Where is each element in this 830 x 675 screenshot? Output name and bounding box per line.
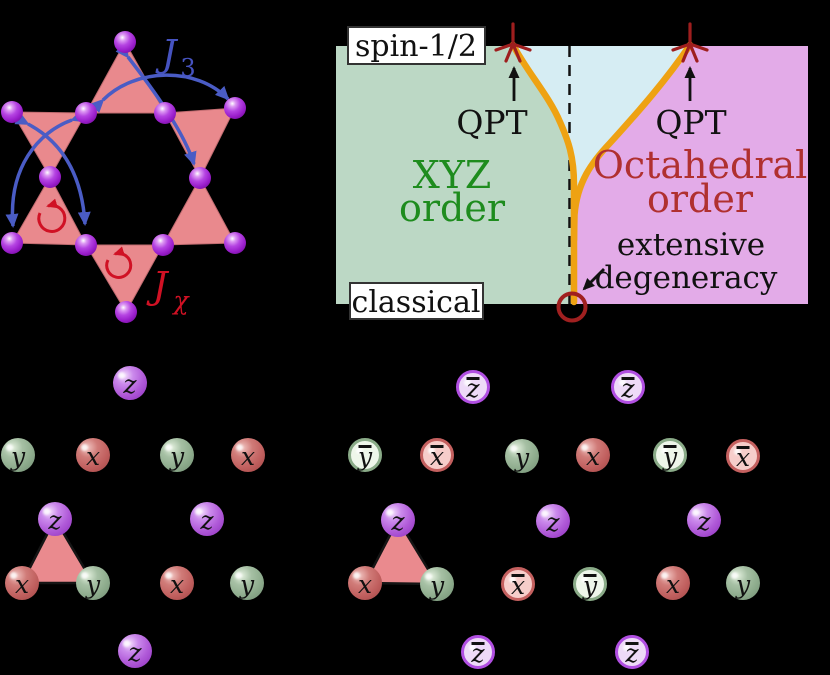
spin-site-x: x xyxy=(576,438,610,472)
spin-site-y: y xyxy=(76,566,110,600)
qpt-arrows xyxy=(508,66,696,291)
unit-triangle-right xyxy=(363,518,439,586)
spin-half-box xyxy=(347,26,486,65)
spin-site-y: y xyxy=(160,438,194,472)
transition-curve xyxy=(509,41,694,306)
spin-site-x: x xyxy=(231,438,265,472)
unit-triangle-left xyxy=(20,517,95,585)
octahedral-order-label-line1: Octahedral xyxy=(593,143,808,187)
phase-diagram: spin-1/2 classical QPT QPT XYZ order Oct… xyxy=(331,22,813,323)
j3-label: J xyxy=(155,32,179,75)
xyz-order-label-line1: XYZ xyxy=(413,153,492,197)
spin-site-z: z xyxy=(113,366,147,400)
spin-site-y: y xyxy=(230,566,264,600)
spin-site-bar-y: y xyxy=(573,567,607,601)
spin-site-x: x xyxy=(656,566,690,600)
spin-site-y: y xyxy=(726,566,760,600)
spin-site-x: x xyxy=(5,566,39,600)
phase-diagram-border xyxy=(331,41,813,309)
spin-site-z: z xyxy=(687,503,721,537)
config-unit-triangles xyxy=(20,517,439,586)
degeneracy-label-line2: degeneracy xyxy=(595,260,778,296)
spin-site-bar-x: x xyxy=(420,438,454,472)
degeneracy-point-circle xyxy=(556,291,588,323)
spin-half-label: spin-1/2 xyxy=(355,29,477,64)
spin-site-z: z xyxy=(381,503,415,537)
spin-site-y: y xyxy=(420,567,454,601)
spin-site-x: x xyxy=(76,438,110,472)
qpt-star-left xyxy=(494,22,532,63)
qpt-label-left: QPT xyxy=(456,103,527,142)
j3-label-subscript: 3 xyxy=(180,54,195,82)
spin-site-bar-x: x xyxy=(726,439,760,473)
classical-label: classical xyxy=(352,285,481,320)
spin-site-bar-z: z xyxy=(615,635,649,669)
spin-site-bar-y: y xyxy=(348,438,382,472)
spin-site-y: y xyxy=(505,439,539,473)
spin-site-bar-y: y xyxy=(653,438,687,472)
spin-site-x: x xyxy=(348,566,382,600)
kagome-lattice: J 3 J χ xyxy=(1,31,246,323)
xyz-order-label-line2: order xyxy=(399,186,506,230)
spin-site-z: z xyxy=(38,502,72,536)
xyz-region xyxy=(333,45,573,306)
spin-site-bar-z: z xyxy=(456,370,490,404)
spin-site-x: x xyxy=(160,566,194,600)
degeneracy-label-line1: extensive xyxy=(617,227,765,263)
qpt-star-right xyxy=(671,22,709,63)
critical-wedge-region xyxy=(513,45,690,230)
jchi-label-subscript: χ xyxy=(171,286,190,315)
spin-site-z: z xyxy=(118,634,152,668)
octahedral-order-label-line2: order xyxy=(647,177,754,221)
spin-site-y: y xyxy=(1,438,35,472)
spin-site-z: z xyxy=(536,504,570,538)
spin-site-bar-x: x xyxy=(501,567,535,601)
classical-box xyxy=(349,282,484,320)
qpt-label-right: QPT xyxy=(655,103,726,142)
spin-site-z: z xyxy=(190,502,224,536)
lattice-spheres xyxy=(1,31,246,323)
spin-site-bar-z: z xyxy=(611,370,645,404)
spin-site-bar-z: z xyxy=(461,635,495,669)
